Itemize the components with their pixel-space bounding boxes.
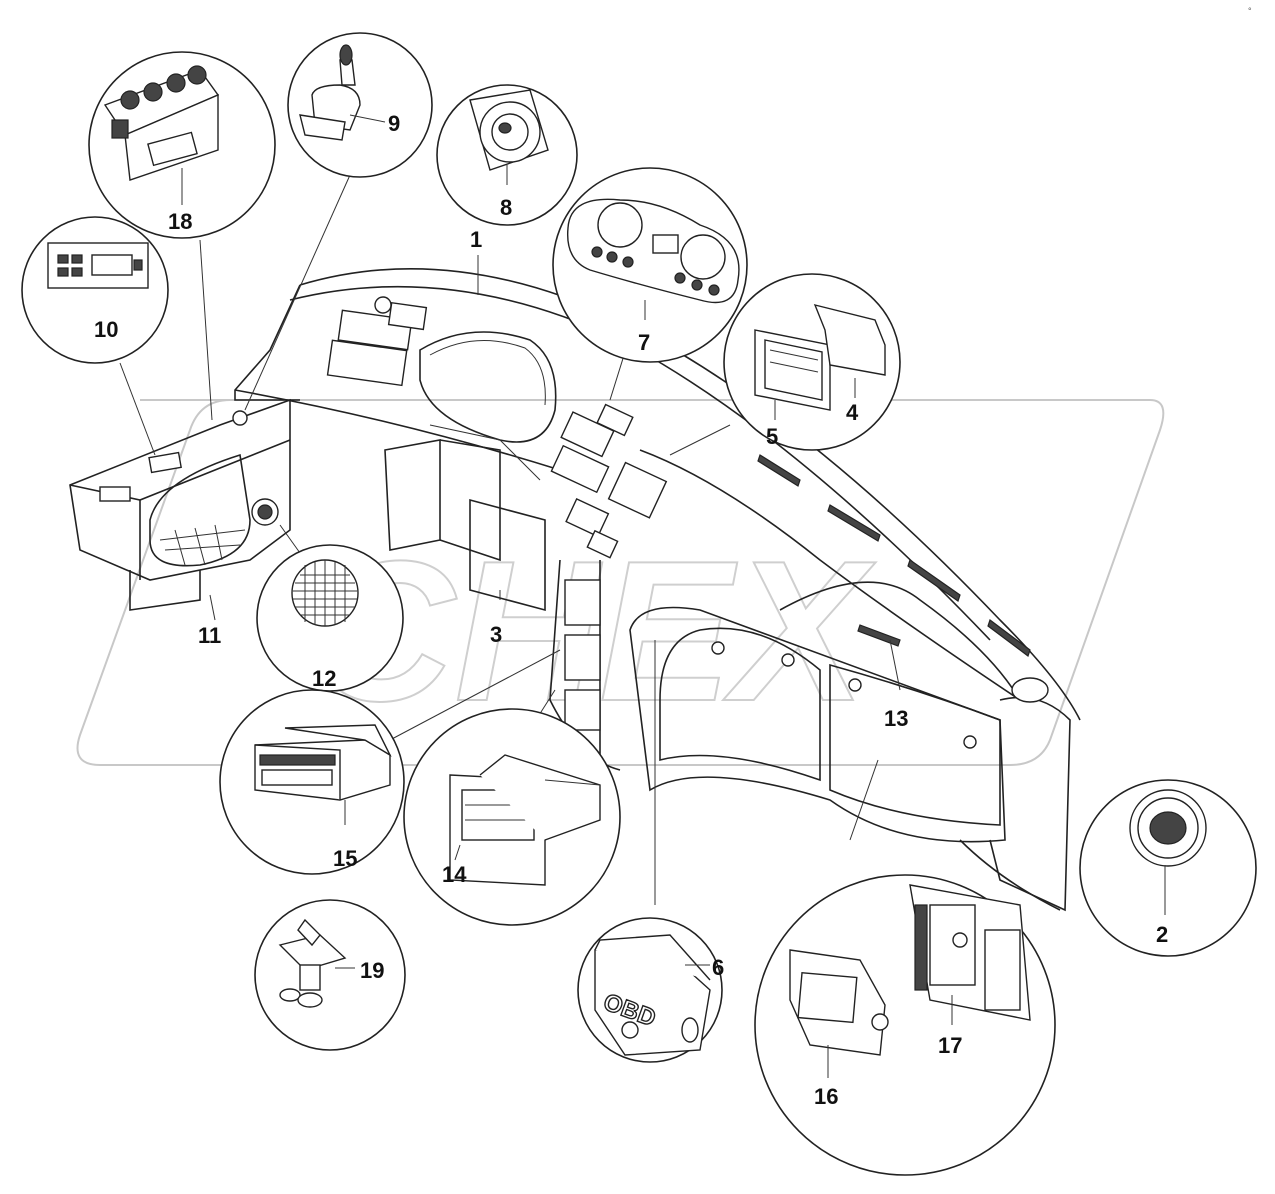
callout-6: 6: [712, 955, 724, 980]
callout-14: 14: [442, 862, 467, 887]
part-19-valve[interactable]: [254, 899, 406, 1051]
callout-8: 8: [500, 195, 512, 220]
callout-3: 3: [490, 622, 502, 647]
part-8-round-knob[interactable]: [436, 84, 578, 226]
callout-19: 19: [360, 958, 384, 983]
callout-10: 10: [94, 317, 118, 342]
dashboard-assembly[interactable]: [69, 268, 1081, 912]
part-4-5-switch-panel[interactable]: [723, 273, 901, 451]
callout-15: 15: [333, 846, 357, 871]
callout-1: 1: [470, 227, 482, 252]
callout-18: 18: [168, 209, 192, 234]
part-12-speaker-grille[interactable]: [256, 544, 404, 692]
part-15-radio-unit[interactable]: [219, 689, 405, 875]
part-18-switch-module[interactable]: [88, 51, 276, 239]
callout-2: 2: [1156, 922, 1168, 947]
callout-17: 17: [938, 1033, 962, 1058]
part-9-lever-switch[interactable]: [287, 32, 433, 178]
corner-mark: °: [1248, 6, 1252, 16]
callout-12: 12: [312, 666, 336, 691]
callout-labels: 1 2 3 4 5 6 7 8 9 10 11 12 13 14 15 16 1…: [94, 111, 1168, 1109]
callout-16: 16: [814, 1084, 838, 1109]
part-10-control-panel[interactable]: [21, 216, 169, 364]
part-2-air-vent[interactable]: [1079, 779, 1257, 957]
callout-4: 4: [846, 400, 859, 425]
callout-5: 5: [766, 424, 778, 449]
callout-7: 7: [638, 330, 650, 355]
callout-9: 9: [388, 111, 400, 136]
part-6-obd-connector[interactable]: OBD: [577, 917, 723, 1063]
callout-11: 11: [198, 623, 221, 648]
callout-13: 13: [884, 706, 908, 731]
part-7-instrument-cluster[interactable]: [552, 167, 748, 363]
part-14-tachograph[interactable]: [403, 708, 621, 926]
part-16-17-control-units[interactable]: [754, 874, 1056, 1176]
